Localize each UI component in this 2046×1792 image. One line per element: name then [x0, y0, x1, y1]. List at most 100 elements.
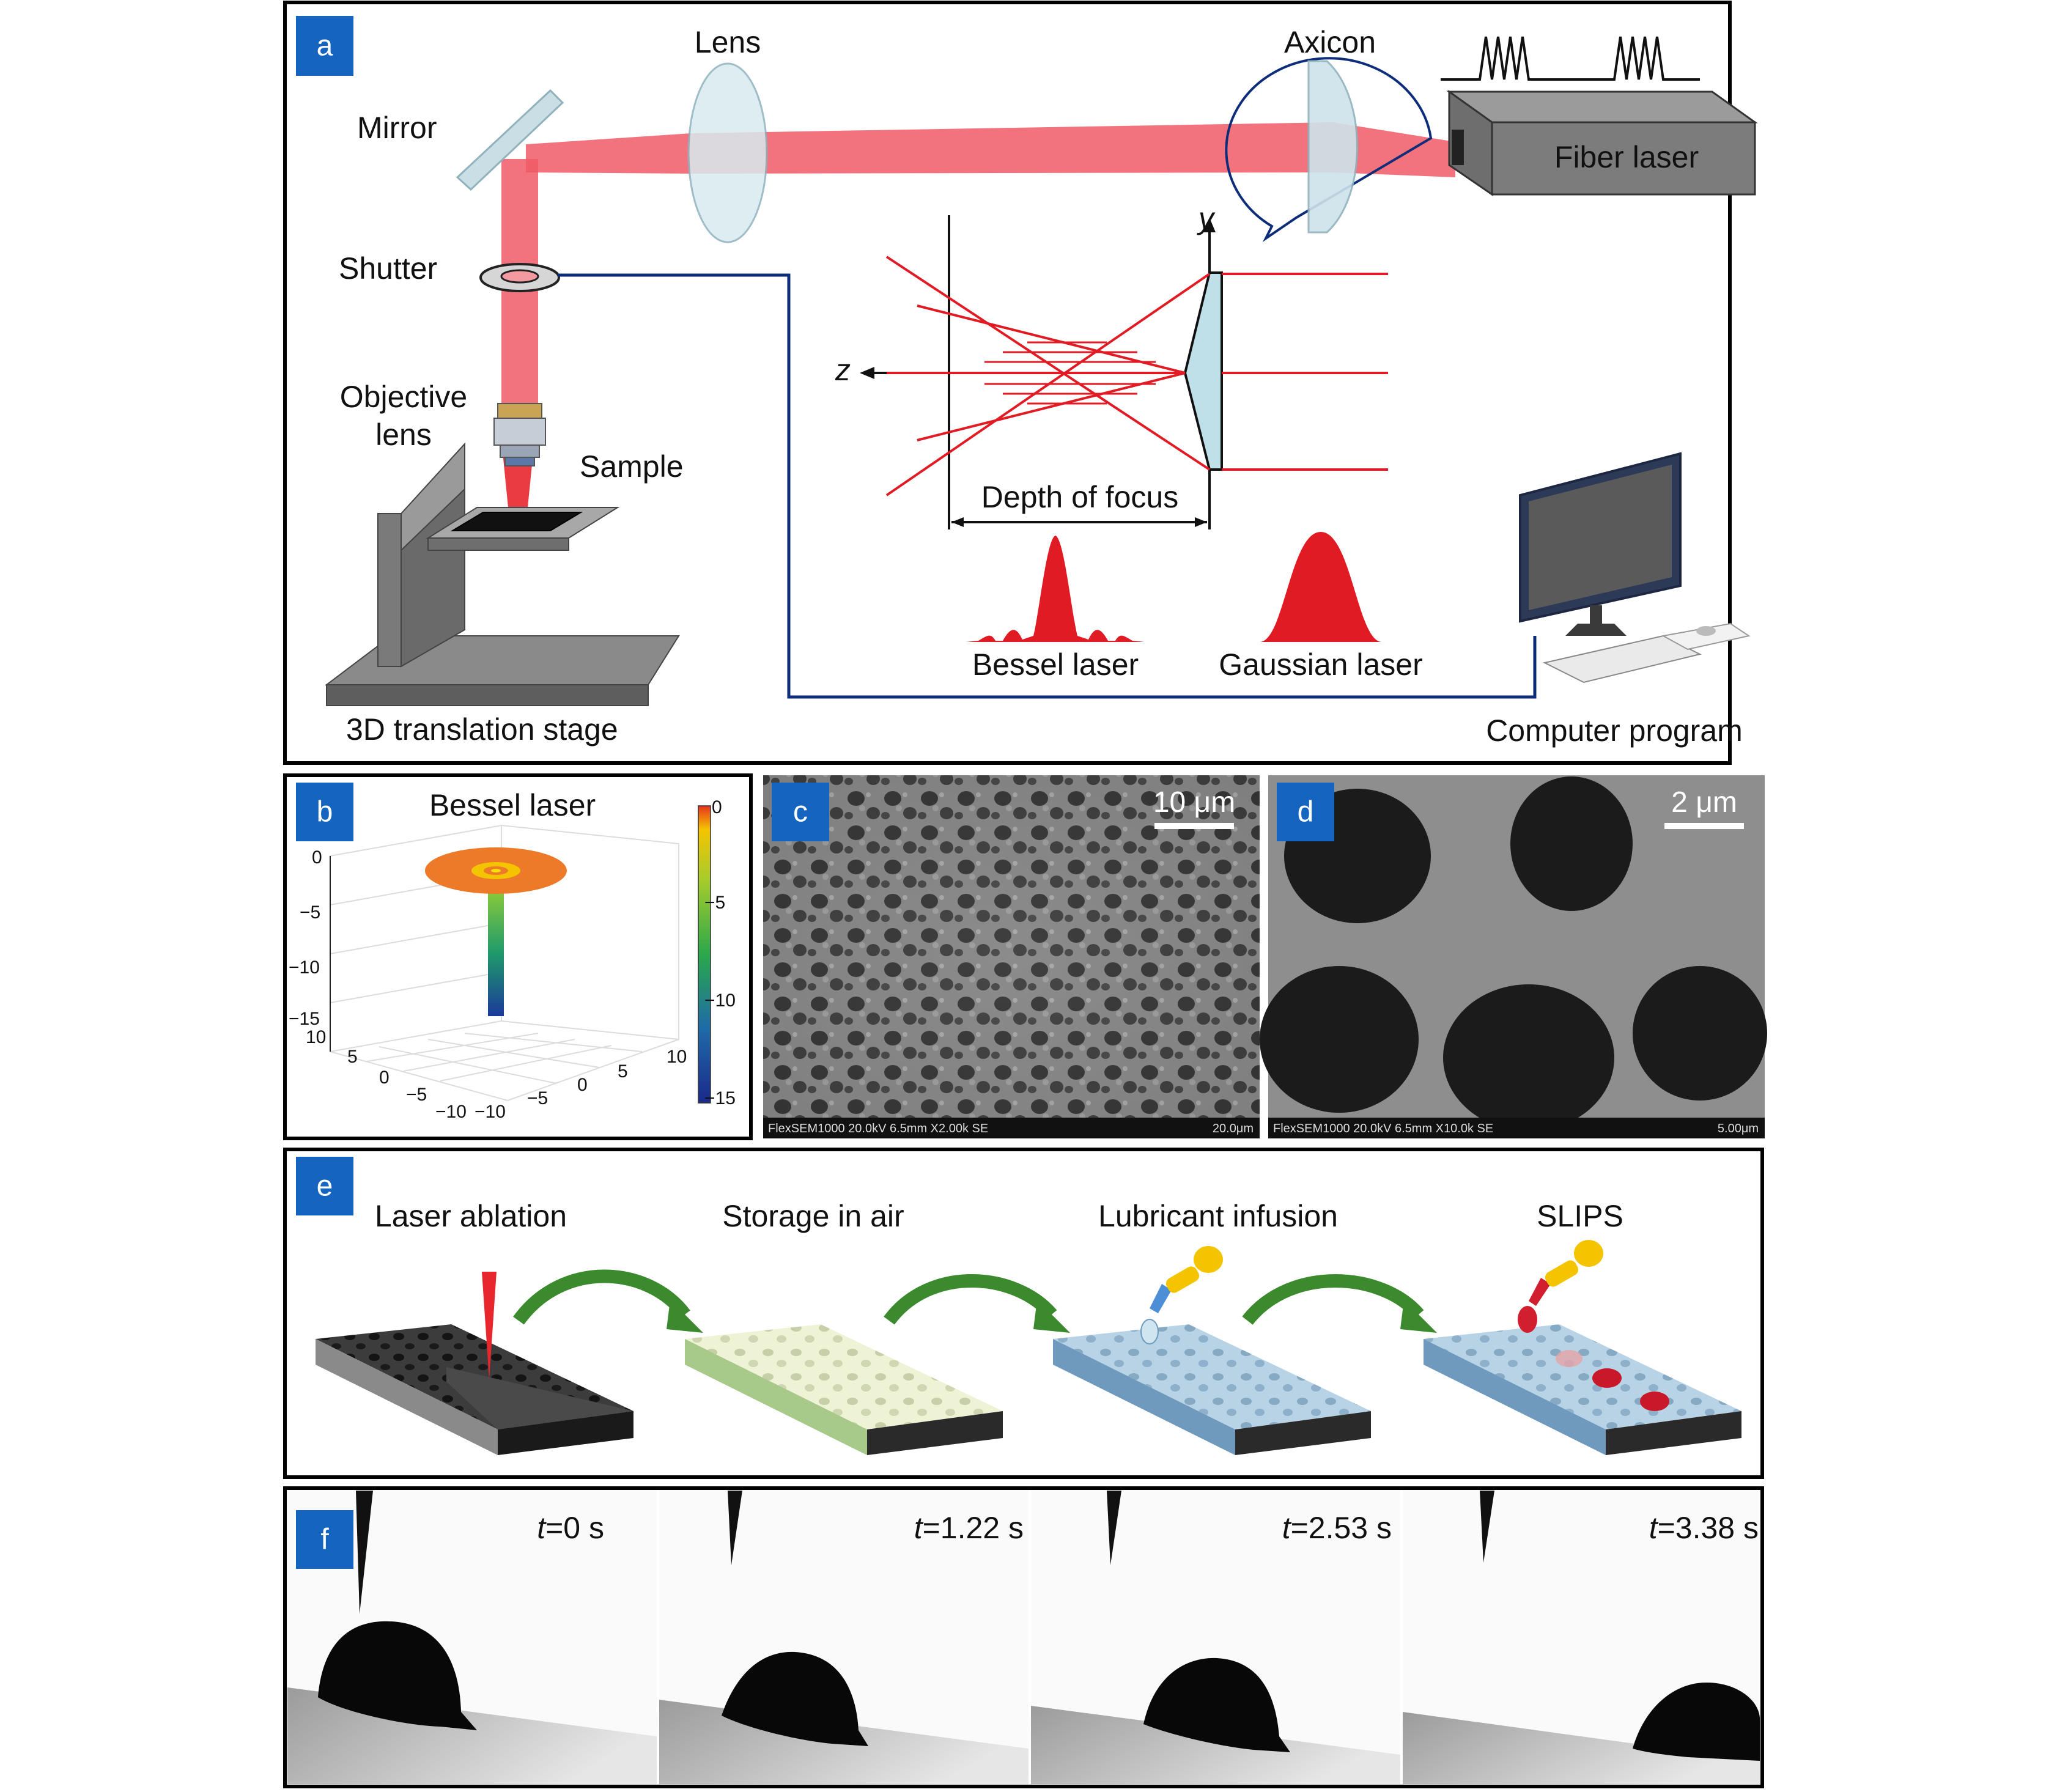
panel-c-tag-label: c	[793, 796, 808, 828]
arrow-icon	[884, 1274, 1057, 1325]
arrow-icon	[513, 1269, 690, 1325]
fiber-laser-icon	[1446, 90, 1758, 196]
z-tick: 0	[312, 847, 322, 868]
y-tick: −10	[475, 1102, 506, 1122]
x-tick: −5	[406, 1085, 427, 1105]
computer-icon	[1519, 452, 1751, 684]
time-label: t=1.22 s	[914, 1511, 1024, 1545]
pulse-train-icon	[1441, 36, 1700, 81]
control-wire	[558, 273, 1537, 699]
y-tick: −5	[527, 1088, 548, 1108]
bessel-profile-icon	[966, 536, 1145, 642]
fiber-laser-label: Fiber laser	[1554, 140, 1699, 174]
sem-info-d: FlexSEM1000 20.0kV 6.5mm X10.0k SE	[1273, 1122, 1493, 1135]
panel-a-tag	[296, 16, 353, 76]
sem-info-d-right: 5.00μm	[1718, 1122, 1759, 1135]
dropper-icon	[1150, 1284, 1172, 1313]
x-tick: 5	[347, 1047, 358, 1067]
block-storage-in-air	[685, 1324, 1003, 1455]
x-tick: −10	[435, 1102, 467, 1122]
block-laser-ablation	[316, 1272, 633, 1455]
z-tick: −10	[289, 957, 320, 978]
arrow-icon	[1242, 1274, 1424, 1325]
panel-e-tag-label: e	[317, 1170, 333, 1203]
droplet	[318, 1621, 477, 1730]
step-label: SLIPS	[1537, 1199, 1623, 1233]
z-tick: −15	[289, 1009, 320, 1029]
objective-lens-icon	[493, 403, 546, 466]
panel-b-frame	[283, 773, 753, 1140]
colorbar-tick: −5	[704, 893, 725, 913]
block-lubricant-infusion	[1053, 1246, 1371, 1455]
sample-label: Sample	[580, 449, 684, 484]
shutter-label: Shutter	[339, 251, 437, 286]
panel-b-title: Bessel laser	[429, 788, 596, 822]
y-tick: 0	[577, 1075, 588, 1095]
needle-icon	[1480, 1491, 1494, 1563]
bessel-ray-diagram	[860, 215, 1388, 529]
panel-f: f t=0 s t=1.22 s t=2.53 s t=3.38 s	[283, 1486, 1764, 1788]
dropper-icon	[1529, 1278, 1551, 1306]
droplet	[1633, 1683, 1760, 1761]
scale-bar-c-label: 10 μm	[1153, 786, 1235, 819]
sem-info-c: FlexSEM1000 20.0kV 6.5mm X2.00k SE	[768, 1122, 988, 1135]
mirror-label: Mirror	[357, 111, 437, 145]
panel-c-tag	[772, 783, 829, 841]
mirror-icon	[456, 89, 564, 191]
shutter-icon	[479, 263, 560, 292]
scale-bar-c	[1154, 823, 1234, 829]
panel-a-frame	[283, 1, 1732, 765]
panel-e: e Laser ablation Storage in air Lubrican…	[283, 1148, 1764, 1479]
panel-e-tag	[296, 1157, 353, 1215]
vertical-beam	[501, 159, 538, 428]
step-label: Storage in air	[722, 1199, 904, 1233]
panel-b: b Bessel laser 0 −5 −10 −15 10 5 0 −5	[283, 773, 753, 1140]
colorbar-tick: 0	[712, 797, 722, 817]
objective-label-2: lens	[375, 418, 432, 452]
time-label: t=0 s	[537, 1511, 604, 1545]
panel-d: d 2 μm FlexSEM1000 20.0kV 6.5mm X10.0k S…	[1260, 775, 1767, 1138]
scale-bar-d	[1664, 823, 1744, 829]
panel-d-tag	[1277, 783, 1334, 841]
panel-b-tag	[296, 783, 353, 841]
bessel-laser-label: Bessel laser	[972, 647, 1139, 682]
scale-bar-d-label: 2 μm	[1671, 786, 1737, 819]
panel-e-frame	[283, 1148, 1764, 1479]
laser-beam-icon	[482, 1272, 497, 1379]
translation-stage-icon	[325, 442, 680, 706]
panel-c: c 10 μm FlexSEM1000 20.0kV 6.5mm X2.00k …	[763, 775, 1260, 1138]
step-label: Laser ablation	[375, 1199, 567, 1233]
droplet	[1143, 1657, 1290, 1752]
colorbar-tick: −15	[704, 1088, 736, 1108]
colorbar-tick: −10	[704, 990, 736, 1011]
lens-icon	[687, 62, 768, 243]
axicon-label: Axicon	[1284, 25, 1376, 59]
panel-f-frame	[283, 1486, 1764, 1788]
bessel-beam-stem	[488, 890, 504, 1016]
sem-info-bar-d	[1268, 1118, 1765, 1138]
panel-f-tag	[296, 1510, 353, 1569]
panel-d-tag-label: d	[1298, 796, 1314, 828]
step-label: Lubricant infusion	[1098, 1199, 1338, 1233]
z-tick: −5	[300, 902, 320, 923]
axicon-zoom-bubble	[1225, 57, 1433, 242]
panel-b-tag-label: b	[317, 796, 333, 828]
needle-icon	[1107, 1491, 1121, 1565]
z-axis-label: z	[835, 353, 851, 387]
computer-label: Computer program	[1486, 713, 1743, 748]
axicon-icon	[1307, 60, 1358, 234]
gaussian-laser-label: Gaussian laser	[1219, 647, 1423, 682]
y-tick: 5	[618, 1061, 628, 1082]
needle-icon	[728, 1491, 742, 1565]
panel-a-tag-label: a	[317, 30, 333, 62]
stage-label: 3D translation stage	[346, 712, 618, 747]
needle-icon	[356, 1491, 373, 1614]
depth-of-focus-label: Depth of focus	[981, 480, 1178, 514]
substrate	[1403, 1712, 1760, 1784]
gaussian-profile-icon	[1260, 532, 1382, 642]
sem-info-c-right: 20.0μm	[1213, 1122, 1254, 1135]
y-tick: 10	[667, 1047, 687, 1067]
block-slips	[1424, 1240, 1741, 1455]
panel-f-tag-label: f	[320, 1524, 329, 1556]
x-tick: 10	[306, 1027, 326, 1047]
